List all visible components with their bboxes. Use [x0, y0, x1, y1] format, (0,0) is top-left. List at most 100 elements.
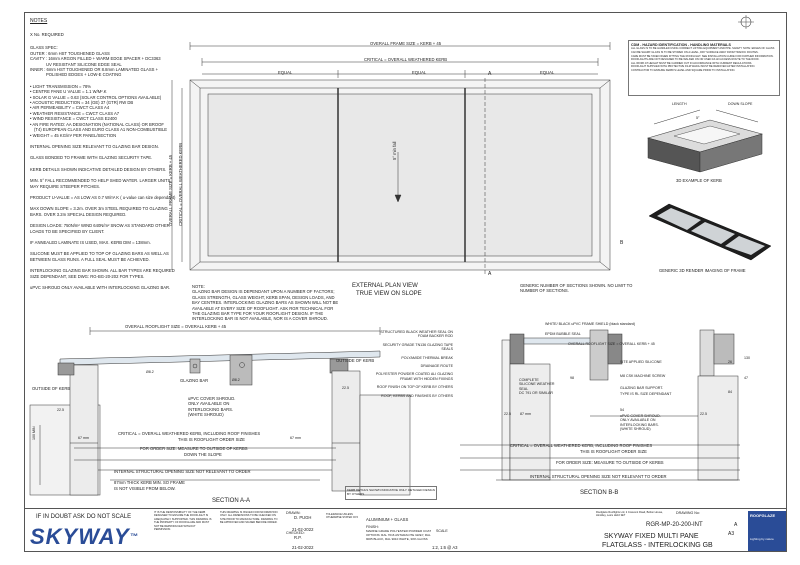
- section-b-order: FOR ORDER SIZE: MEASURE TO OUTSIDE OF KE…: [556, 460, 664, 465]
- drawing-title-2: FLATGLASS - INTERLOCKING GB: [602, 542, 713, 549]
- material: ALUMINIUM + GLASS: [366, 517, 409, 522]
- cdm-line: ROOFLIGHT SUPPLIED WITH PROTECTIVE FILM …: [631, 65, 756, 69]
- glass-spec: GLASS SPEC: OUTER : 6mm HST TOUGHENED GL…: [30, 45, 180, 77]
- section-a-internal: INTERNAL STRUCTURAL OPENING SIZE NOT REL…: [114, 469, 251, 474]
- bullet-item: • ACOUSTIC REDUCTION = 34 (GE) 37 (GTR) …: [30, 100, 134, 106]
- section-a-critical: CRITICAL = OVERALL WEATHERED KERB, INCLU…: [118, 431, 261, 436]
- bullet-item: (T4) EUROPEAN CLASS AND EURO CLASS A1 NO…: [34, 127, 168, 133]
- glass-spec-line: OUTER : 6mm HST TOUGHENED GLASS: [30, 50, 110, 56]
- section-b-bar-support: GLAZING BAR SUPPORT.: [620, 386, 664, 390]
- note-para: GLASS BONDED TO FRAME WITH GLAZING SECUR…: [30, 155, 153, 161]
- cdm-line: CONTRACTOR TO ENSURE KERB IS LEVEL AND S…: [631, 68, 736, 72]
- glazing-bar-note: NOTE: GLAZING BAR DESIGN IS DEPENDANT UP…: [192, 284, 338, 322]
- disclaimer-text: THIS DRAWING IS ISSUED FOR INFORMATION O…: [220, 511, 278, 525]
- tolerance: TOLERANCE UNLESS OTHERWISE STATED ±0.5: [326, 513, 358, 520]
- cdm-line: ROOFLIGHTS ARE NOT DESIGNED TO BE WALKED…: [631, 58, 760, 62]
- checked-date: 21-02-2022: [292, 545, 314, 550]
- section-b-internal: INTERNAL STRUCTURAL OPENING SIZE NOT REL…: [530, 474, 667, 479]
- roofglaze-logo: ROOFGLAZE Lighting by nature: [748, 511, 786, 551]
- glass-spec-line: CAVITY : 16mm ARGON FILLED + WARM EDGE S…: [30, 56, 161, 62]
- drawing-number: RGR-MP-20-200-INT: [646, 522, 703, 528]
- section-a-drawing: [29, 327, 411, 496]
- shroud-line: ONLY AVAILABLE ON: [620, 418, 656, 423]
- cdm-line: CAN BE SHARP. GLASS IS TO BE STORED ON A…: [631, 51, 759, 54]
- note-line: BAY CENTRES. INTERLOCKING GLAZING BARS A…: [192, 300, 339, 306]
- notes-panel: NOTES X No. REQUIRED GLASS SPEC: OUTER :…: [30, 18, 180, 296]
- note-para: MIN. 5° FALL RECOMMENDED TO HELP SHED WA…: [30, 178, 171, 189]
- revision: A: [734, 522, 738, 528]
- section-b-label: POLYESTER POWDER COATED ALI GLAZING FRAM…: [375, 372, 453, 381]
- section-b-critical-2: THIS IS ROOFLIGHT ORDER SIZE: [580, 449, 647, 454]
- frame-3d-render: [648, 203, 772, 261]
- finish-label: FINISH:: [366, 525, 379, 529]
- drawn-date: 21-02-2022: [292, 527, 314, 532]
- section-b-drawing: [460, 329, 740, 481]
- notes-title: NOTES: [30, 18, 48, 24]
- side-critical-dim: CRITICAL = OVERALL WEATHERED KERB: [178, 142, 183, 226]
- performance-list: • LIGHT TRANSMISSION = 78% • CENTRE PANE…: [30, 84, 180, 138]
- section-b-label: STRUCTURED BLACK WEATHER SEAL ON FOAM BA…: [380, 330, 453, 339]
- section-b-overall: OVERALL ROOFLIGHT SIZE = OVERALL KERB + …: [568, 342, 655, 346]
- section-a-dia-1: Ø8.2: [146, 370, 154, 374]
- equal-dim-2: EQUAL: [412, 70, 427, 75]
- responsibility-text: IT IS THE RESPONSIBILITY OF THE KERB DES…: [154, 511, 212, 532]
- section-a-title: SECTION A-A: [212, 498, 251, 504]
- section-a-outside-kerb-right: OUTSIDE OF KERB: [336, 358, 375, 363]
- section-b-dim: 84: [728, 390, 732, 394]
- silicone-line: COMPLETE: [519, 378, 539, 382]
- registration-mark-icon: [738, 15, 754, 29]
- title-block: IF IN DOUBT ASK DO NOT SCALE SKYWAY™ IT …: [24, 508, 787, 553]
- logo-text: ROOFGLAZE: [750, 513, 776, 518]
- note-para: INTERLOCKING GLAZING BAR SHOWN. ALL BAR …: [30, 268, 175, 279]
- note-line: NOTE:: [192, 284, 205, 289]
- section-marker-b: B: [620, 240, 624, 246]
- skyway-logo: SKYWAY™: [30, 525, 139, 549]
- generic-sections-note: GENERIC NUMBER OF SECTIONS SHOWN. NO LIM…: [520, 283, 633, 294]
- note-para: INTERNAL OPENING SIZE RELEVANT TO GLAZIN…: [30, 143, 159, 149]
- drawing-no-label: DRAWING No:: [676, 511, 700, 515]
- cdm-line: CARE MUST BE TAKEN WHEN FITTING THE ROOF…: [631, 54, 774, 58]
- section-b-dim: 22.5: [700, 412, 707, 416]
- note-para: IF ANNEALED LAMINATE IS USED, MAX. KERB …: [30, 239, 151, 245]
- equal-dim-3: EQUAL: [540, 70, 555, 75]
- section-b-dim: 87 mm: [520, 412, 531, 416]
- note-para: MAX DOWN SLOPE = 3.2m. OVER 3m STEEL REQ…: [30, 206, 168, 217]
- overall-frame-dim: OVERALL FRAME SIZE = KERB + 45: [370, 41, 442, 46]
- sheet-size: A3: [728, 531, 735, 537]
- kerb-example-caption: 3D EXAMPLE OF KERB: [676, 178, 722, 183]
- brand-tm: ™: [129, 532, 139, 541]
- note-para: KERB DETAILS SHOWN INDICATIVE DETAILED D…: [30, 166, 167, 172]
- section-b-dim: 98: [570, 376, 574, 380]
- bullet-item: • LIGHT TRANSMISSION = 78%: [30, 83, 92, 89]
- section-b-title: SECTION B-B: [580, 490, 619, 496]
- glass-spec-line: POLISHED EDGES + LOW-E COATING: [46, 72, 122, 78]
- section-b-label: SECURITY GRADE TN136 GLAZING TAPE SEALS: [382, 342, 453, 352]
- shroud-line: INTERLOCKING BARS.: [620, 422, 659, 427]
- equal-dim-1: EQUAL: [278, 70, 293, 75]
- note-line: GLAZING BAR DESIGN IS DEPENDANT UPON A N…: [192, 289, 335, 295]
- section-b-screw: M8 CSK MACHINE SCREW: [620, 374, 666, 378]
- section-b-label: DRAINAGE ROUTE: [420, 364, 453, 369]
- silicone-line: SEAL: [519, 386, 529, 391]
- section-a-down-slope: DOWN THE SLOPE: [184, 452, 222, 457]
- section-a-order: FOR ORDER SIZE: MEASURE TO OUTSIDE OF KE…: [140, 446, 248, 451]
- bullet-item: • AIR PERMEABILITY = CWCT CLASS A4: [30, 105, 110, 111]
- cdm-title: CDM - HAZARD IDENTIFICATION - HANDLING M…: [631, 43, 731, 47]
- section-a-outside-kerb-left: OUTSIDE OF KERB: [32, 386, 71, 391]
- cdm-line: ALL WORK AT HEIGHT MUST BE CARRIED OUT I…: [631, 61, 753, 65]
- glass-spec-line: UV RESISTANT SILICONE EDGE SEAL: [46, 61, 122, 67]
- plan-caption: EXTERNAL PLAN VIEW: [352, 283, 418, 289]
- glass-spec-line: GLASS SPEC:: [30, 45, 58, 51]
- section-b-shroud-note: uPVC COVER SHROUD. ONLY AVAILABLE ON INT…: [620, 414, 661, 432]
- section-a-dim-100: 100 MIN: [32, 426, 36, 440]
- section-a-dim-225b: 22.5: [342, 386, 349, 390]
- bullet-item: • WEIGHT = 45 KG/m² PER PANEL/SECTION: [30, 132, 117, 138]
- kerb-downslope-label: DOWN SLOPE: [728, 102, 753, 106]
- shroud-line: INTERLOCKING BARS.: [188, 406, 234, 412]
- kerb-angle-label: 5°: [696, 116, 700, 120]
- critical-dim: CRITICAL = OVERALL WEATHERED KERB: [364, 57, 448, 62]
- sheet-border: [24, 12, 787, 552]
- brand-name: SKYWAY: [30, 524, 130, 549]
- section-a-dim-225: 22.5: [57, 408, 64, 412]
- section-a-glazing-bar: GLAZING BAR: [180, 378, 209, 383]
